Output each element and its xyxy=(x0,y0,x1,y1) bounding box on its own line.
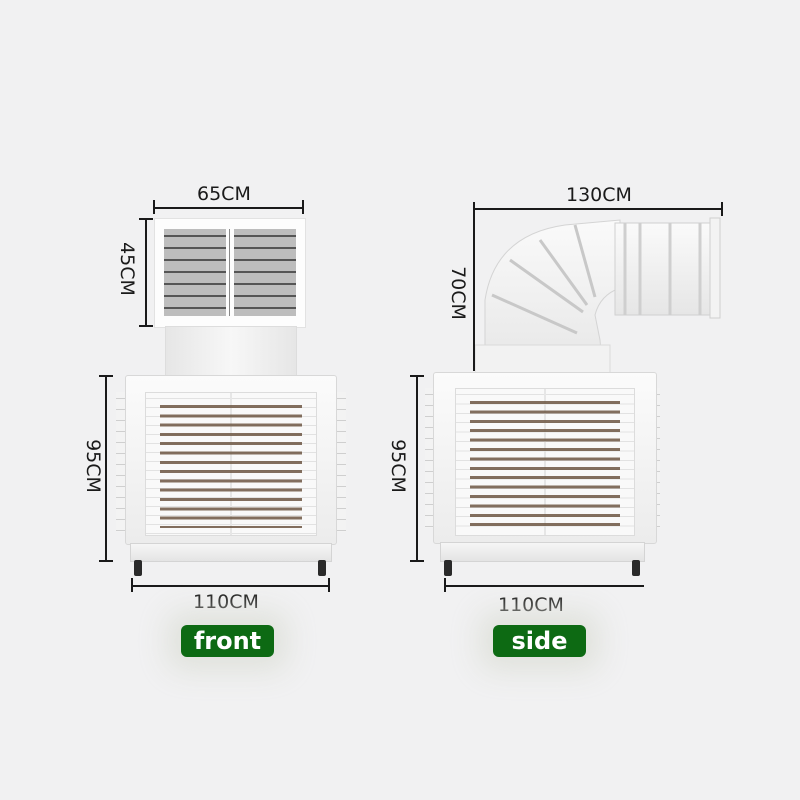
side-body-height-line xyxy=(416,375,418,562)
dim-tick xyxy=(302,200,304,214)
side-duct-height-label: 70CM xyxy=(447,266,469,320)
side-body-width-line xyxy=(444,585,644,587)
cooling-pad-strips xyxy=(470,396,620,528)
leg xyxy=(134,560,142,576)
side-duct-height-line xyxy=(473,208,475,371)
dim-tick xyxy=(444,578,446,592)
front-cooling-grille xyxy=(145,392,317,536)
front-body-height-line xyxy=(105,375,107,562)
leg xyxy=(444,560,452,576)
side-fins-right xyxy=(336,392,346,532)
dim-tick xyxy=(153,200,155,214)
cooling-pad-strips xyxy=(160,400,302,528)
dim-tick xyxy=(139,218,153,220)
front-view-badge: front xyxy=(181,625,274,657)
dim-tick xyxy=(131,578,133,592)
side-cooling-grille xyxy=(455,388,635,536)
side-fins-left xyxy=(425,388,435,528)
side-view-badge: side xyxy=(493,625,586,657)
outlet-louver-left xyxy=(164,229,226,316)
front-outlet-height-line xyxy=(145,218,147,326)
side-duct-width-label: 130CM xyxy=(566,184,632,206)
side-cooler-base xyxy=(440,542,645,562)
front-body-width-label: 110CM xyxy=(193,591,259,613)
dim-tick xyxy=(721,202,723,216)
leg xyxy=(632,560,640,576)
side-fins-left xyxy=(116,392,126,532)
side-body-width-label: 110CM xyxy=(498,594,564,616)
front-body-width-line xyxy=(131,585,330,587)
leg xyxy=(318,560,326,576)
side-duct-width-line xyxy=(473,208,723,210)
elbow-duct xyxy=(475,217,721,375)
front-cooler-base xyxy=(130,543,332,562)
front-air-outlet xyxy=(154,218,306,328)
outlet-louver-right xyxy=(234,229,296,316)
dim-tick xyxy=(410,375,424,377)
dim-tick xyxy=(99,560,113,562)
dim-tick xyxy=(99,375,113,377)
dim-tick xyxy=(410,560,424,562)
side-body-height-label: 95CM xyxy=(387,439,409,493)
front-outlet-width-line xyxy=(153,207,304,209)
front-outlet-width-label: 65CM xyxy=(197,183,251,205)
outlet-divider xyxy=(229,229,230,316)
front-body-height-label: 95CM xyxy=(82,439,104,493)
dim-tick xyxy=(328,578,330,592)
front-outlet-neck xyxy=(165,326,297,378)
front-outlet-height-label: 45CM xyxy=(116,242,138,296)
dim-tick xyxy=(139,325,153,327)
